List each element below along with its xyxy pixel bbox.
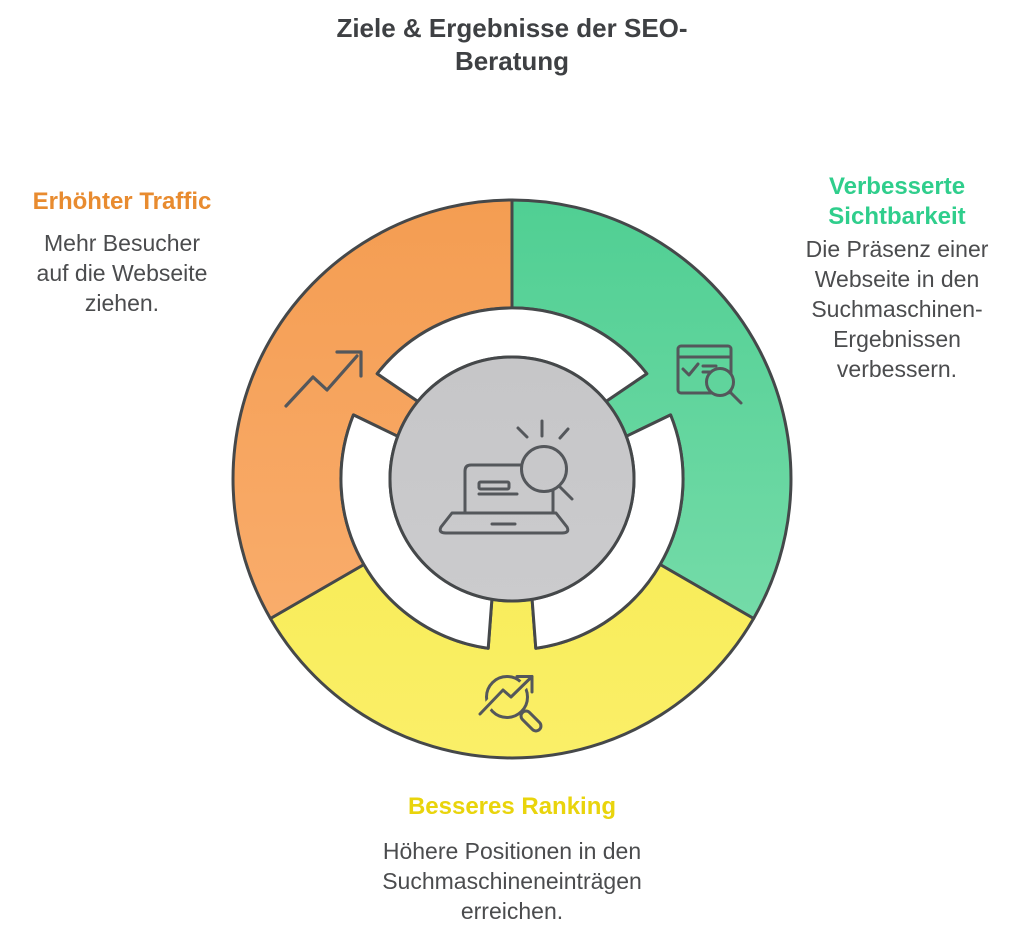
diagram-title: Ziele & Ergebnisse der SEO-Beratung [336,13,688,76]
check-mark [681,362,700,377]
ranking-arrowhead [515,675,534,694]
trend-up-icon [284,350,363,408]
ranking-arrow [478,675,534,716]
shine-rays [516,419,570,440]
ring-segments [231,198,793,760]
browser-window [676,344,733,395]
label-traffic: Erhöhter Traffic [32,188,212,215]
laptop-base [438,511,570,535]
browser-search-icon [676,344,743,405]
description-traffic: Mehr Besucher auf die Webseite ziehen. [36,230,208,316]
description-ranking: Höhere Positionen in den Suchmaschinenei… [382,838,642,924]
label-ranking: Besseres Ranking [407,793,617,820]
magnifier-trend-icon [475,672,543,733]
browser-magnifier-lens [705,367,735,397]
magnifier-handle [558,485,574,501]
label-visibility: Verbesserte Sichtbarkeit [828,173,966,230]
trend-arrowhead [335,350,363,378]
center-circle [388,355,636,603]
description-visibility: Die Präsenz einer Webseite in den Suchma… [805,236,989,382]
laptop-search-icon [438,419,574,535]
ranking-lens-handle [519,709,543,733]
screen-line-block [477,480,511,491]
browser-magnifier-handle [728,390,743,405]
ranking-lens [485,675,529,719]
trend-zigzag [284,354,359,408]
magnifier-lens [520,445,568,493]
